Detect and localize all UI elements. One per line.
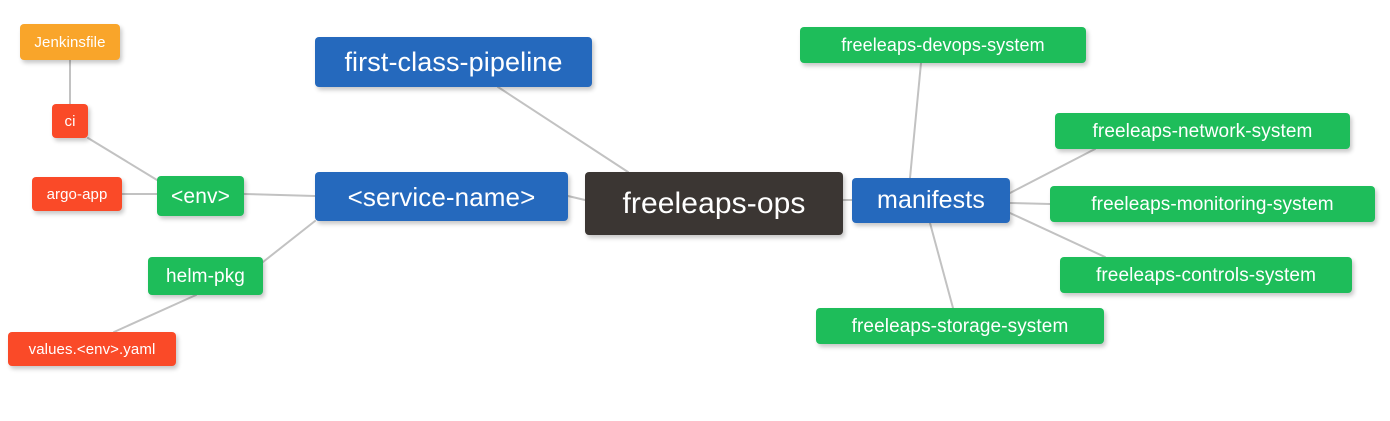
node-devops-system[interactable]: freeleaps-devops-system bbox=[800, 27, 1086, 63]
node-ci[interactable]: ci bbox=[52, 104, 88, 138]
edge-env-to-service-name bbox=[243, 193, 316, 197]
node-label-monitoring-system: freeleaps-monitoring-system bbox=[1091, 193, 1334, 215]
node-manifests[interactable]: manifests bbox=[852, 178, 1010, 223]
edge-manifests-to-devops-system bbox=[909, 62, 922, 179]
node-label-values-yaml: values.<env>.yaml bbox=[28, 340, 156, 358]
edge-service-name-to-helm-pkg bbox=[262, 220, 316, 263]
node-freeleaps-ops[interactable]: freeleaps-ops bbox=[585, 172, 843, 235]
node-label-argo-app: argo-app bbox=[46, 185, 108, 203]
node-monitoring-system[interactable]: freeleaps-monitoring-system bbox=[1050, 186, 1375, 222]
node-jenkinsfile[interactable]: Jenkinsfile bbox=[20, 24, 120, 60]
node-label-ci: ci bbox=[64, 112, 76, 130]
node-label-first-class-pipeline: first-class-pipeline bbox=[344, 46, 563, 77]
node-label-manifests: manifests bbox=[877, 186, 985, 214]
edge-manifests-to-storage-system bbox=[929, 222, 954, 309]
node-label-controls-system: freeleaps-controls-system bbox=[1095, 264, 1317, 286]
edge-ci-to-env bbox=[87, 137, 158, 181]
edge-helm-pkg-to-values-yaml bbox=[113, 294, 197, 333]
node-label-jenkinsfile: Jenkinsfile bbox=[34, 33, 106, 51]
node-env[interactable]: <env> bbox=[157, 176, 244, 216]
node-first-class-pipeline[interactable]: first-class-pipeline bbox=[315, 37, 592, 87]
node-label-devops-system: freeleaps-devops-system bbox=[841, 35, 1045, 55]
edge-service-name-to-freeleaps-ops bbox=[567, 195, 586, 201]
node-label-service-name: <service-name> bbox=[347, 181, 536, 212]
node-label-helm-pkg: helm-pkg bbox=[166, 265, 245, 287]
node-values-yaml[interactable]: values.<env>.yaml bbox=[8, 332, 176, 366]
node-label-storage-system: freeleaps-storage-system bbox=[851, 315, 1069, 337]
node-network-system[interactable]: freeleaps-network-system bbox=[1055, 113, 1350, 149]
node-helm-pkg[interactable]: helm-pkg bbox=[148, 257, 263, 295]
node-storage-system[interactable]: freeleaps-storage-system bbox=[816, 308, 1104, 344]
node-service-name[interactable]: <service-name> bbox=[315, 172, 568, 221]
node-label-env: <env> bbox=[171, 184, 230, 208]
node-argo-app[interactable]: argo-app bbox=[32, 177, 122, 211]
edge-first-class-pipeline-to-freeleaps-ops bbox=[497, 86, 629, 173]
node-controls-system[interactable]: freeleaps-controls-system bbox=[1060, 257, 1352, 293]
node-label-freeleaps-ops: freeleaps-ops bbox=[622, 186, 806, 220]
node-label-network-system: freeleaps-network-system bbox=[1092, 120, 1313, 142]
edge-manifests-to-monitoring-system bbox=[1009, 202, 1051, 205]
